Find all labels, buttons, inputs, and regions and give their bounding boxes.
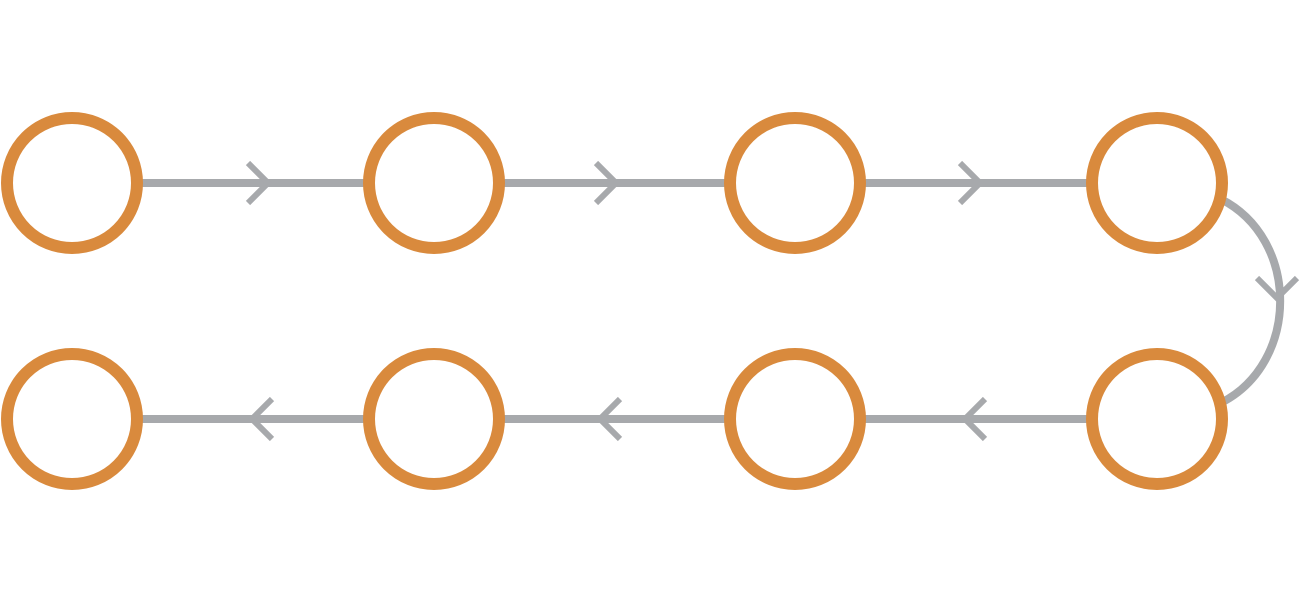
edge-n5-n6: [860, 396, 1092, 442]
edge-n6-n7: [499, 396, 730, 442]
arrowhead-icon: [595, 396, 623, 442]
arrowhead-icon: [960, 396, 988, 442]
arrowhead-icon: [245, 160, 273, 206]
node-n4: [1086, 112, 1228, 254]
arrowhead-icon: [593, 160, 621, 206]
node-n8: [1, 348, 143, 490]
arrowhead-icon: [1254, 275, 1300, 303]
edge-n1-n2: [137, 160, 369, 206]
edge-n7-n8: [137, 396, 369, 442]
edge-n4-n5: [1218, 195, 1300, 407]
edge-n2-n3: [499, 160, 730, 206]
node-n7: [363, 348, 505, 490]
edges-layer: [137, 160, 1300, 442]
nodes-layer: [1, 112, 1228, 490]
arrowhead-icon: [957, 160, 985, 206]
node-n5: [1086, 348, 1228, 490]
node-n1: [1, 112, 143, 254]
edge-curve: [1218, 195, 1285, 407]
node-n6: [724, 348, 866, 490]
arrowhead-icon: [247, 396, 275, 442]
edge-n3-n4: [860, 160, 1092, 206]
node-n2: [363, 112, 505, 254]
node-n3: [724, 112, 866, 254]
